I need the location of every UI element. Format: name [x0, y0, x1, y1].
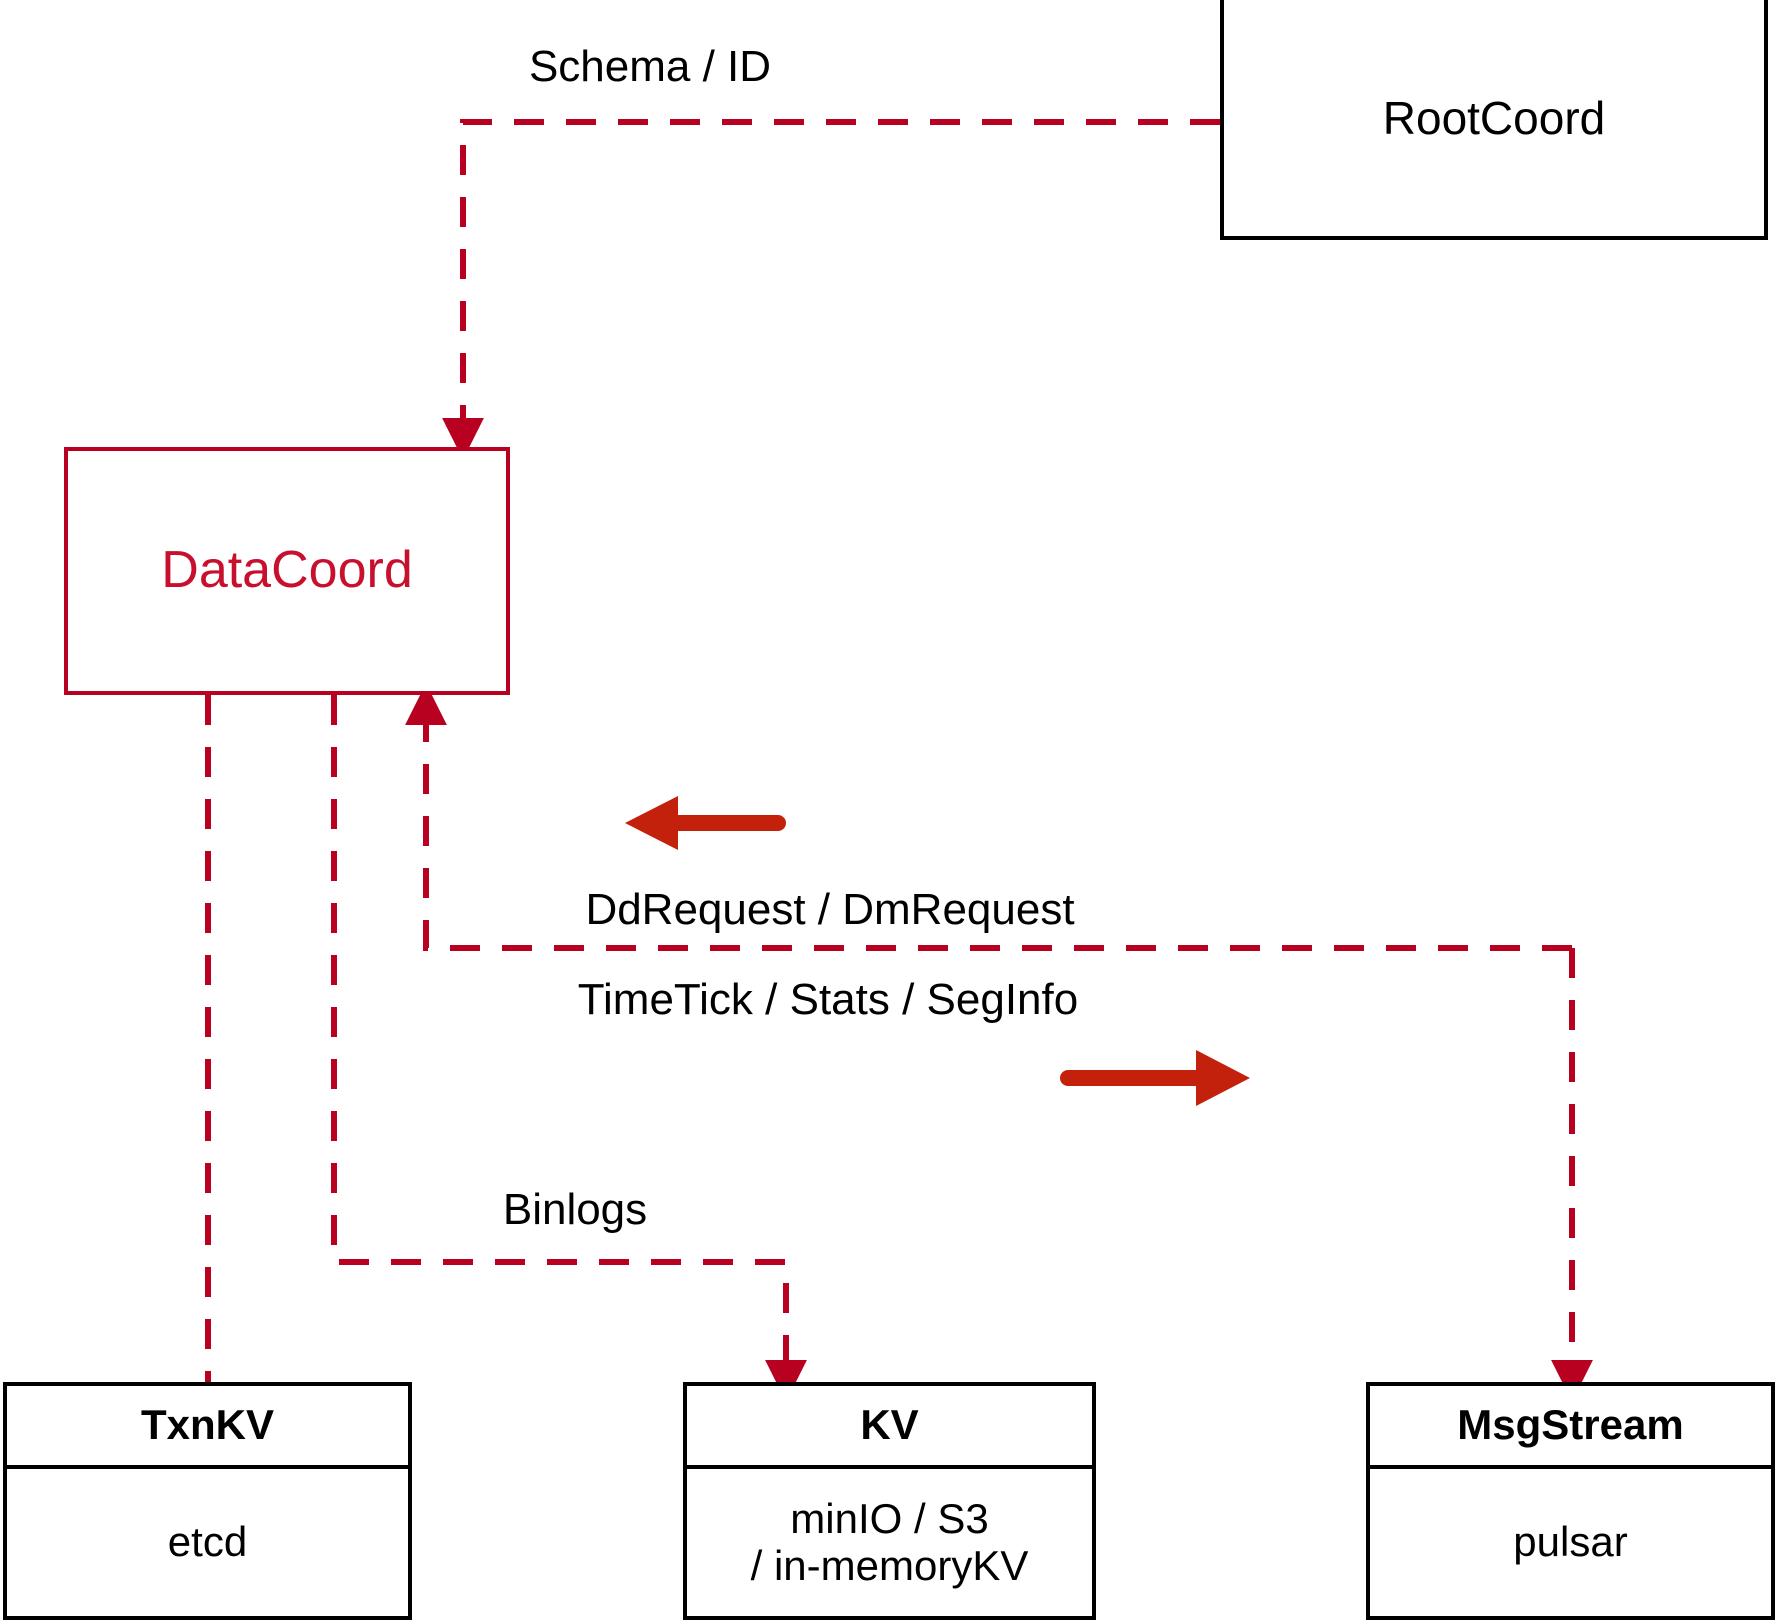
node-msgstream-header: MsgStream — [1370, 1386, 1771, 1469]
node-kv[interactable]: KV minIO / S3 / in-memoryKV — [683, 1382, 1096, 1620]
node-txnkv-detail: etcd — [7, 1469, 408, 1616]
node-txnkv[interactable]: TxnKV etcd — [3, 1382, 412, 1620]
node-txnkv-header: TxnKV — [7, 1386, 408, 1469]
edge-schema-id — [442, 119, 1220, 460]
node-msgstream-detail-line1: pulsar — [1513, 1518, 1628, 1566]
direction-arrow-right — [1060, 1050, 1250, 1106]
edge-label-schema-id: Schema / ID — [528, 42, 772, 91]
edge-label-binlogs: Binlogs — [502, 1185, 648, 1234]
edge-label-timetick-stats-seginfo: TimeTick / Stats / SegInfo — [577, 975, 1079, 1024]
node-msgstream-detail: pulsar — [1370, 1469, 1771, 1616]
node-msgstream[interactable]: MsgStream pulsar — [1366, 1382, 1775, 1620]
node-datacoord-body: DataCoord — [68, 451, 506, 691]
node-msgstream-title: MsgStream — [1457, 1401, 1684, 1449]
node-rootcoord-body: RootCoord — [1224, 0, 1764, 236]
node-kv-title: KV — [860, 1401, 919, 1449]
edge-label-dd-dm-request: DdRequest / DmRequest — [585, 885, 1075, 934]
node-kv-detail-line2: / in-memoryKV — [750, 1541, 1029, 1589]
node-kv-header: KV — [687, 1386, 1092, 1469]
node-txnkv-detail-line1: etcd — [167, 1518, 248, 1566]
edge-dd-dm-request — [405, 683, 1572, 951]
node-datacoord-label: DataCoord — [161, 541, 413, 600]
node-datacoord[interactable]: DataCoord — [64, 447, 510, 695]
node-txnkv-title: TxnKV — [140, 1401, 274, 1449]
node-rootcoord[interactable]: RootCoord — [1220, 0, 1768, 240]
edge-binlogs — [331, 695, 807, 1402]
node-kv-detail-line1: minIO / S3 — [790, 1495, 989, 1543]
node-rootcoord-label: RootCoord — [1382, 91, 1606, 144]
direction-arrow-left — [625, 796, 786, 850]
node-kv-detail: minIO / S3 / in-memoryKV — [687, 1469, 1092, 1616]
